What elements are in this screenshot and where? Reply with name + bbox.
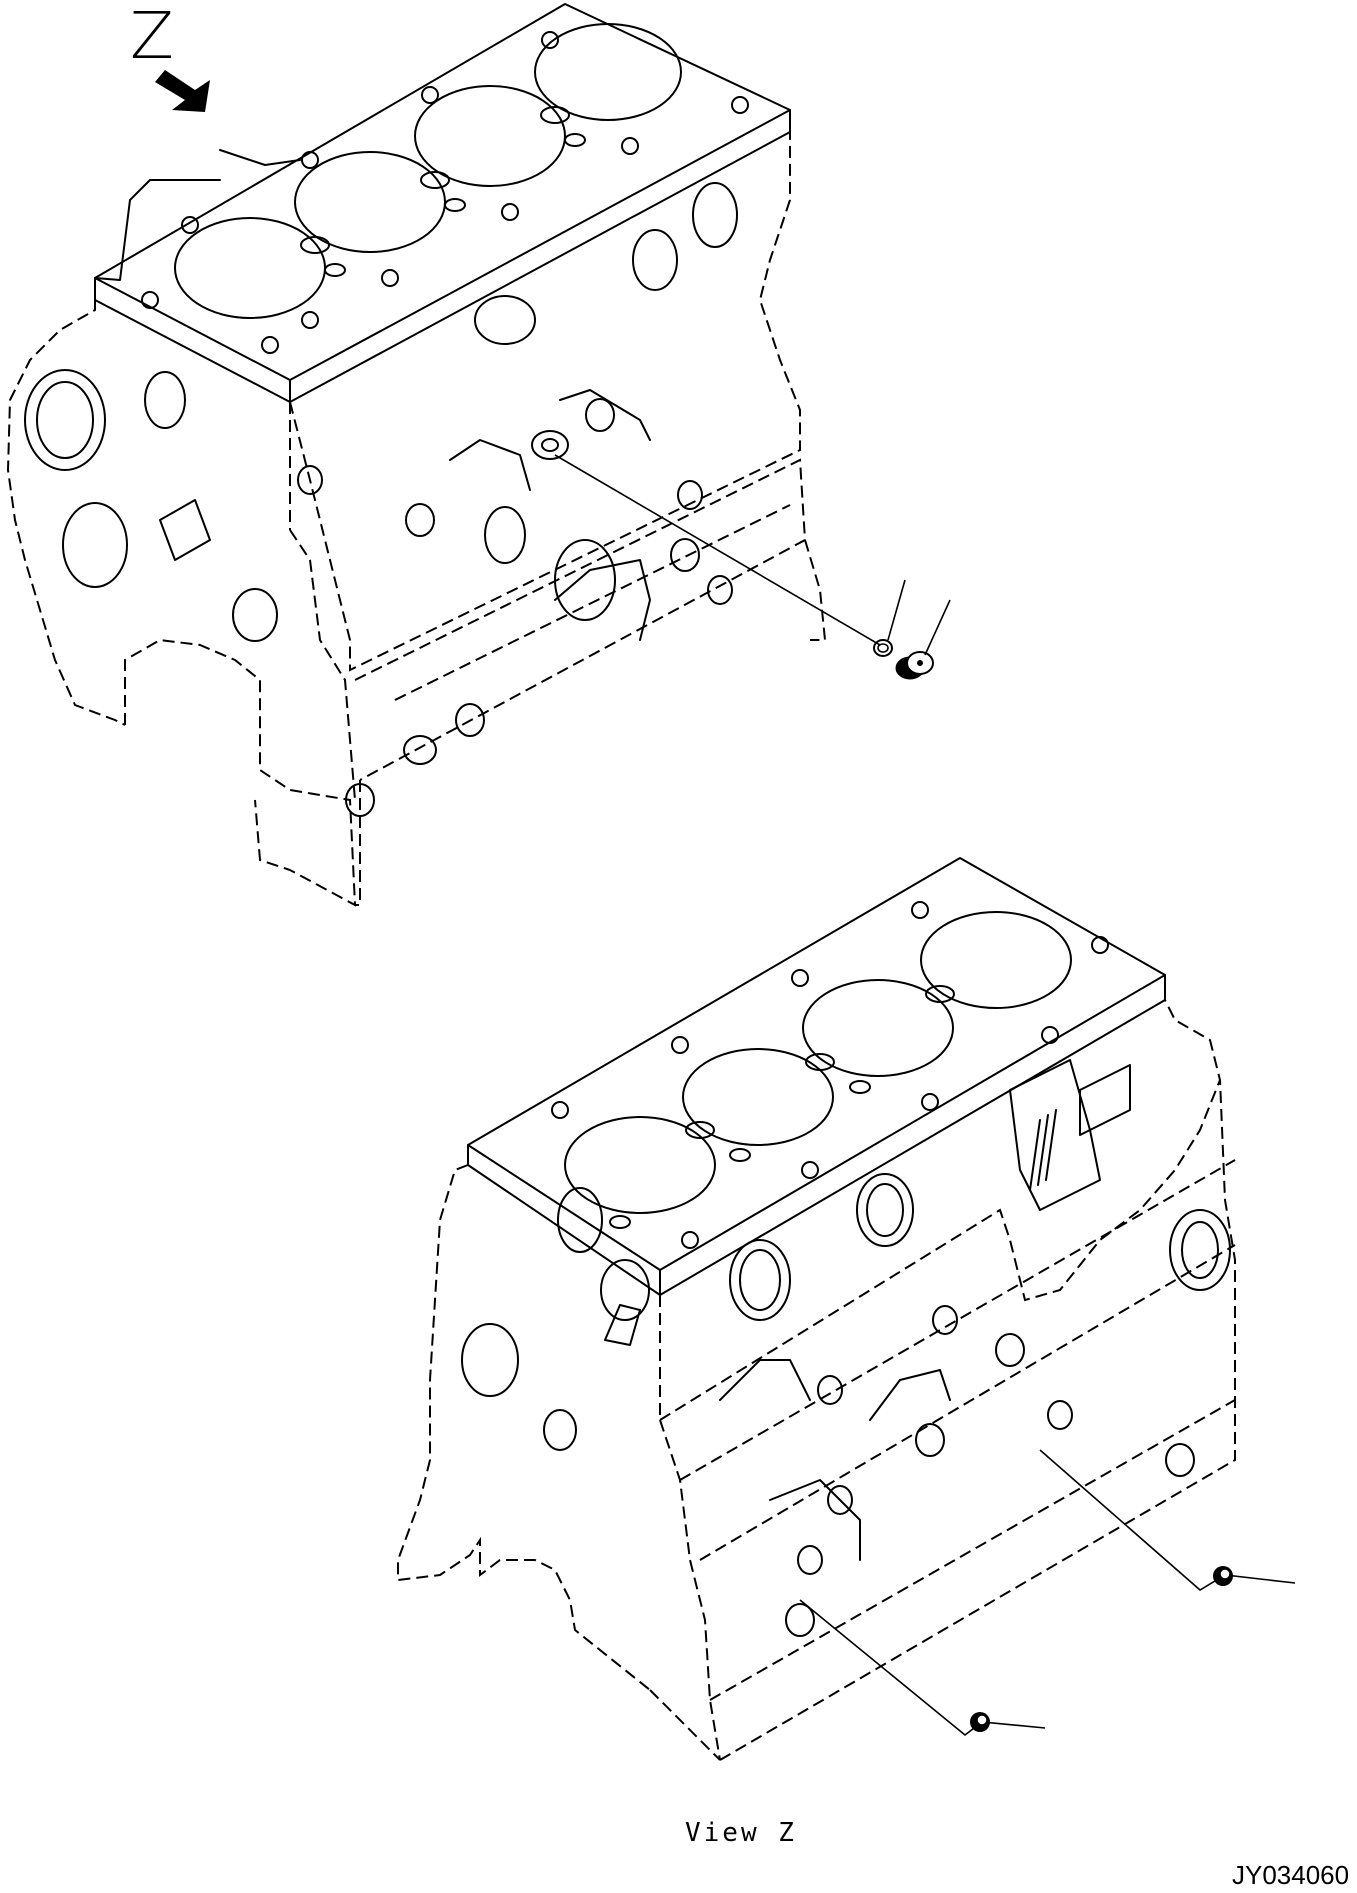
drawing-number: JY034060 (1232, 1860, 1350, 1890)
plug-lower-right-icon (1039, 1449, 1296, 1591)
engine-block-lower (397, 857, 1296, 1761)
upper-bolt-holes (141, 31, 749, 354)
engine-block-upper (6, 3, 951, 907)
lower-front-face (397, 1164, 651, 1691)
upper-side-face (289, 132, 801, 672)
lower-side-details (719, 1059, 1231, 1637)
upper-deck-outline (94, 3, 791, 381)
lower-bolt-holes (551, 901, 1109, 1249)
plug-lower-center-icon (799, 1599, 1046, 1737)
lower-cylinder-bores (564, 911, 1072, 1214)
washer-part-icon (873, 579, 906, 657)
view-direction-arrow-icon (155, 70, 210, 112)
view-caption: View Z (685, 1818, 797, 1848)
lower-side-face (659, 999, 1222, 1421)
plug-part-icon (895, 599, 951, 680)
view-letter: Z (130, 0, 174, 74)
upper-front-face (6, 300, 126, 726)
upper-side-details (297, 182, 738, 817)
upper-leader-line (554, 454, 881, 646)
lower-front-details (461, 1187, 650, 1451)
upper-cylinder-bores (174, 23, 682, 319)
